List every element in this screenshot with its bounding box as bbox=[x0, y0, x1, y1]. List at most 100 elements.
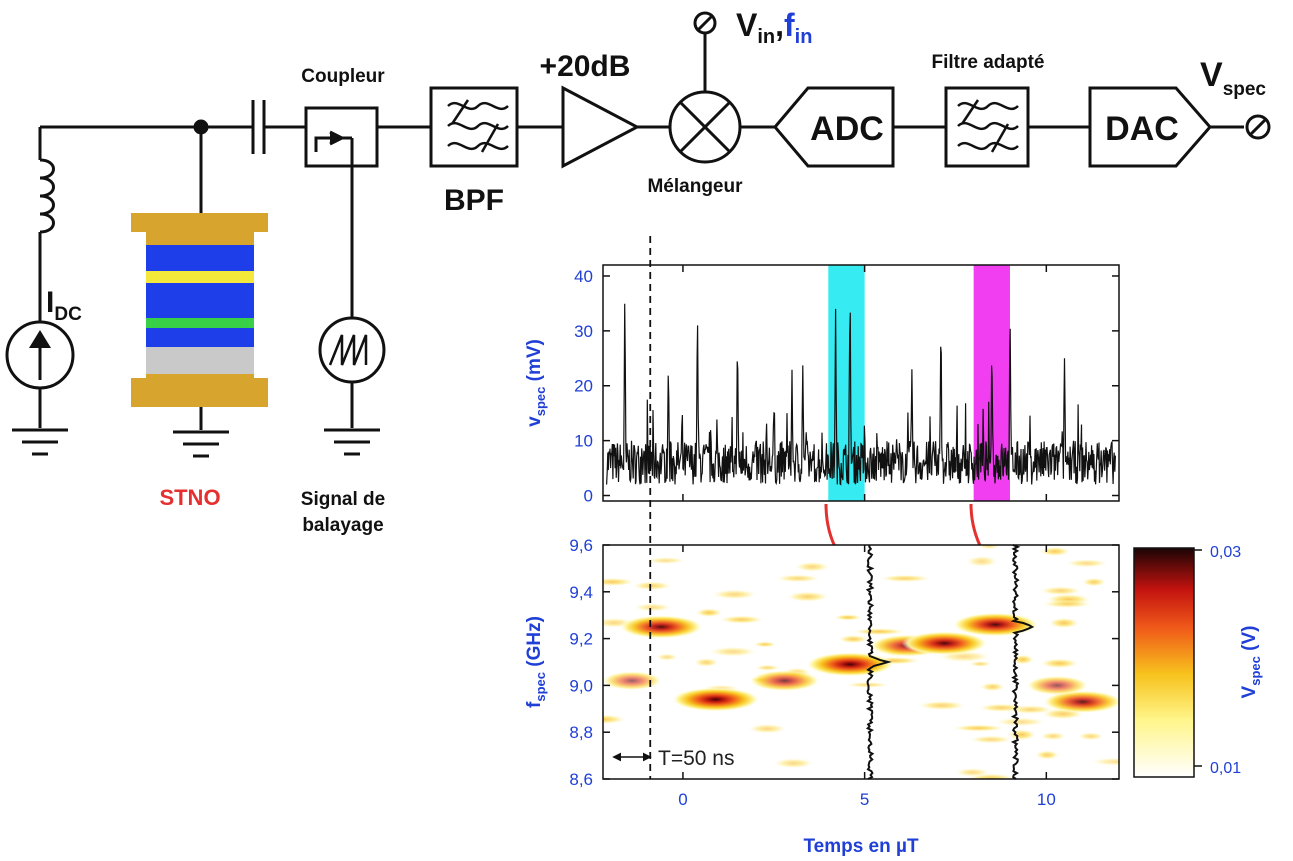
adc-label: ADC bbox=[810, 110, 884, 148]
bottom-y-tick-label: 8,6 bbox=[569, 770, 593, 789]
plot-frame-top bbox=[602, 264, 1120, 502]
stno-label: STNO bbox=[159, 485, 220, 510]
bottom-y-axis-label: fspec (GHz) bbox=[524, 616, 548, 708]
heatmap-faint-spot bbox=[837, 634, 870, 644]
ground-symbol bbox=[12, 428, 68, 456]
bottom-x-tick-label: 5 bbox=[860, 790, 869, 809]
idc-label: IDC bbox=[46, 286, 82, 325]
top-y-tick-label: 10 bbox=[574, 432, 593, 451]
adc-box bbox=[773, 86, 895, 168]
heatmap-hotspot bbox=[806, 652, 895, 677]
top-y-tick-label: 0 bbox=[584, 487, 593, 506]
heatmap-faint-spot bbox=[965, 555, 999, 568]
heatmap-hotspot bbox=[749, 670, 820, 692]
heatmap-faint-spot bbox=[1011, 654, 1035, 665]
bottom-y-tick-label: 8,8 bbox=[569, 723, 593, 742]
heatmap-faint-spot bbox=[772, 757, 815, 769]
heatmap-hotspot bbox=[671, 687, 760, 712]
vin-fin-label: Vin,fin bbox=[736, 7, 812, 48]
circuit-labels: Coupleur BPF +20dB Mélangeur ADC DAC Fil… bbox=[46, 7, 1266, 536]
vspec-time-chart: 0 10 20 30 40 vspec (mV) bbox=[524, 264, 1120, 506]
sweep-label-line2: balayage bbox=[302, 515, 383, 536]
filter-label: Filtre adapté bbox=[932, 52, 1045, 73]
heatmap-faint-spot bbox=[747, 723, 788, 734]
vin-terminal bbox=[693, 11, 717, 35]
bottom-y-tick-label: 9,2 bbox=[569, 630, 593, 649]
heatmap-faint-spot bbox=[1081, 577, 1107, 587]
heatmap-faint-spot bbox=[632, 603, 673, 612]
vspec-label: Vspec bbox=[1200, 56, 1266, 100]
heatmap-faint-spot bbox=[968, 660, 993, 667]
top-y-tick-label: 40 bbox=[574, 267, 593, 286]
heatmap-faint-spot bbox=[1039, 731, 1067, 741]
top-y-tick-label: 30 bbox=[574, 322, 593, 341]
bpf-label: BPF bbox=[444, 184, 504, 217]
sweep-label-line1: Signal de bbox=[301, 489, 385, 510]
heatmap-faint-spot bbox=[1040, 599, 1094, 609]
colorbar-tick-min: 0,01 bbox=[1210, 760, 1241, 777]
mixer-label: Mélangeur bbox=[647, 176, 743, 197]
heatmap-faint-spot bbox=[976, 545, 1001, 550]
circuit-diagram bbox=[5, 11, 1271, 458]
heatmap-faint-spot bbox=[951, 724, 1006, 732]
heatmap-faint-spot bbox=[752, 641, 778, 648]
heatmap-hotspot bbox=[901, 631, 988, 656]
heatmap-faint-spot bbox=[968, 735, 1014, 744]
heatmap-faint-spot bbox=[630, 581, 674, 591]
top-y-tick-label: 20 bbox=[574, 377, 593, 396]
heatmap-faint-spot bbox=[1038, 546, 1071, 557]
bottom-y-tick-label: 9,0 bbox=[569, 676, 593, 695]
sweep-generator-symbol bbox=[318, 316, 386, 384]
heatmap-faint-spot bbox=[718, 615, 766, 624]
vspec-trace-line bbox=[606, 303, 1116, 486]
heatmap-faint-spot bbox=[785, 591, 831, 603]
heatmap-faint-spot bbox=[693, 657, 720, 668]
heatmap-faint-spot bbox=[965, 773, 1018, 779]
heatmap-faint-spot bbox=[644, 556, 687, 565]
heatmap-faint-spot bbox=[1047, 617, 1081, 629]
heatmap-faint-spot bbox=[916, 700, 968, 711]
heatmap-faint-spot bbox=[710, 589, 759, 600]
heatmap-faint-spot bbox=[993, 717, 1047, 727]
heatmap-faint-spot bbox=[707, 646, 759, 657]
tuning-line-2 bbox=[1010, 544, 1035, 780]
ground-symbol bbox=[173, 430, 229, 458]
heatmap-faint-spot bbox=[979, 682, 1006, 692]
heatmap-faint-spot bbox=[851, 628, 907, 636]
colorbar-label: Vspec (V) bbox=[1239, 626, 1263, 699]
heatmap-faint-spot bbox=[1038, 586, 1083, 596]
heatmap-faint-spot bbox=[754, 664, 781, 671]
dac-label: DAC bbox=[1105, 110, 1179, 148]
heatmap-hotspot bbox=[603, 671, 662, 691]
heatmap-faint-spot bbox=[833, 614, 863, 621]
bottom-x-tick-label: 0 bbox=[678, 790, 687, 809]
colorbar-gradient bbox=[1133, 547, 1195, 778]
amplifier-symbol bbox=[561, 85, 641, 169]
colorbar-tick-max: 0,03 bbox=[1210, 544, 1241, 561]
inductor-symbol bbox=[39, 158, 55, 234]
dac-box bbox=[1088, 86, 1212, 168]
colorbar: 0,03 0,01 Vspec (V) bbox=[1133, 544, 1263, 778]
heatmap-faint-spot bbox=[1089, 757, 1119, 766]
top-y-axis-label: vspec (mV) bbox=[524, 339, 548, 427]
heatmap-hotspot bbox=[1026, 675, 1089, 696]
bottom-x-tick-label: 10 bbox=[1037, 790, 1056, 809]
heatmap-faint-spot bbox=[1077, 731, 1105, 741]
vspec-terminal bbox=[1245, 114, 1271, 140]
plot-frame-bottom bbox=[602, 544, 1120, 780]
capacitor-symbol bbox=[251, 100, 266, 154]
bottom-y-tick-label: 9,4 bbox=[569, 583, 593, 602]
heatmap-faint-spot bbox=[1034, 750, 1060, 760]
x-axis-label: Temps en µT bbox=[803, 836, 919, 857]
coupler-label: Coupleur bbox=[301, 66, 385, 87]
heatmap-faint-spot bbox=[655, 653, 679, 661]
bpf-box bbox=[429, 86, 519, 168]
heatmap-hotspot bbox=[1043, 690, 1119, 713]
ground-symbol bbox=[324, 428, 380, 456]
period-annotation: T=50 ns bbox=[658, 747, 734, 770]
heatmap-faint-spot bbox=[603, 714, 628, 725]
heatmap-faint-spot bbox=[976, 703, 1027, 713]
heatmap-faint-spot bbox=[1064, 558, 1109, 568]
